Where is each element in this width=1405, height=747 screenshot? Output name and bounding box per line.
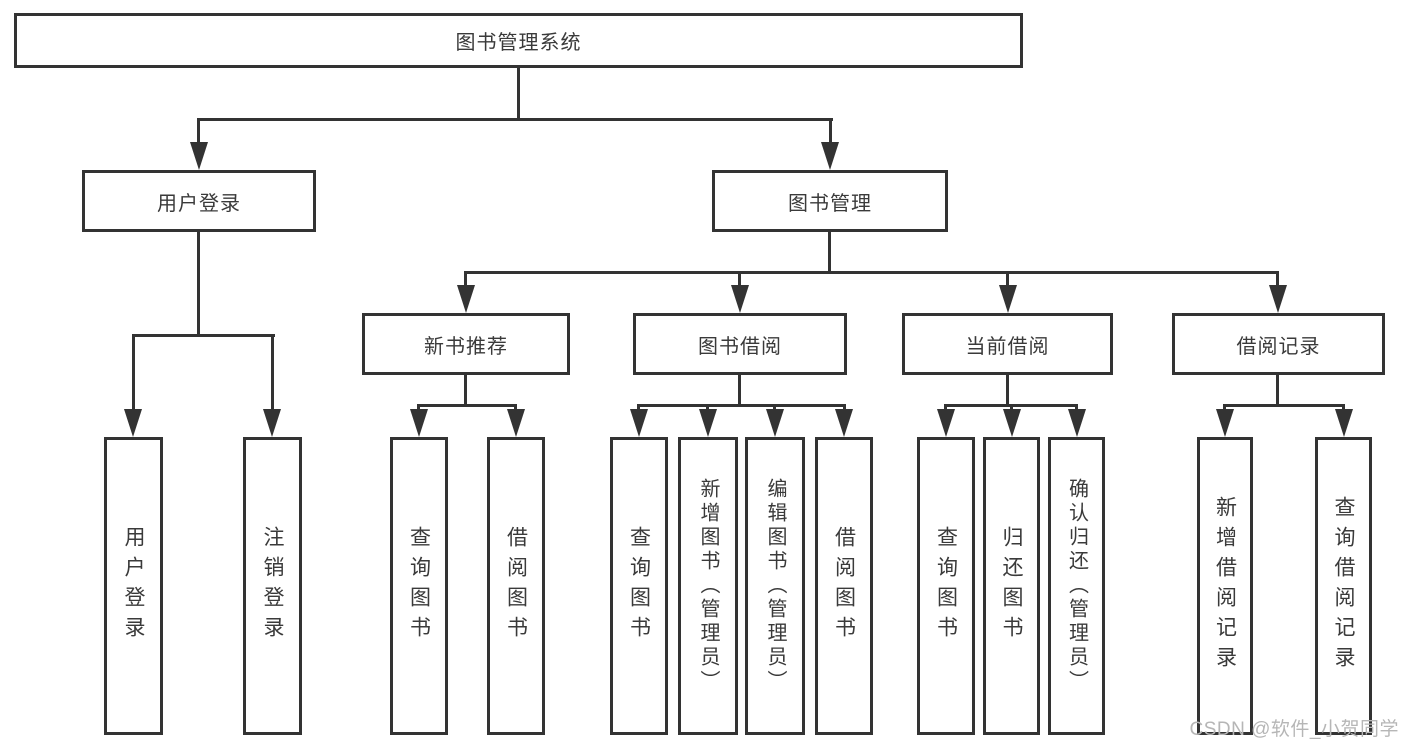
csdn-watermark: CSDN @软件_小贺同学 (1189, 719, 1399, 740)
connector-line (197, 118, 200, 145)
arrow-down-icon (999, 285, 1017, 313)
connector-line (517, 68, 520, 119)
arrow-down-icon (190, 142, 208, 170)
node-root-library-system: 图书管理系统 (14, 13, 1023, 68)
arrow-down-icon (937, 409, 955, 437)
leaf-return-books: 归还图书 (983, 437, 1040, 735)
leaf-borrow-books-recommend: 借阅图书 (487, 437, 545, 735)
node-current-borrow: 当前借阅 (902, 313, 1113, 375)
connector-line (464, 271, 1279, 274)
connector-line (1006, 375, 1009, 406)
arrow-down-icon (410, 409, 428, 437)
leaf-query-books-recommend: 查询图书 (390, 437, 448, 735)
arrow-down-icon (766, 409, 784, 437)
connector-line (1223, 404, 1345, 407)
arrow-down-icon (1003, 409, 1021, 437)
arrow-down-icon (263, 409, 281, 437)
arrow-down-icon (507, 409, 525, 437)
connector-line (197, 118, 833, 121)
arrow-down-icon (1269, 285, 1287, 313)
arrow-down-icon (1216, 409, 1234, 437)
leaf-add-borrow-record: 新增借阅记录 (1197, 437, 1253, 735)
arrow-down-icon (1335, 409, 1353, 437)
connector-line (829, 118, 832, 145)
leaf-logout: 注销登录 (243, 437, 302, 735)
connector-line (417, 404, 517, 407)
connector-line (132, 334, 275, 337)
leaf-query-books-current: 查询图书 (917, 437, 975, 735)
arrow-down-icon (1068, 409, 1086, 437)
leaf-user-login: 用户登录 (104, 437, 163, 735)
leaf-add-book-admin: 新增图书（管理员） (678, 437, 738, 735)
leaf-edit-book-admin: 编辑图书（管理员） (745, 437, 805, 735)
leaf-confirm-return-admin: 确认归还（管理员） (1048, 437, 1105, 735)
arrow-down-icon (699, 409, 717, 437)
arrow-down-icon (821, 142, 839, 170)
connector-line (197, 232, 200, 335)
connector-line (738, 271, 741, 288)
connector-line (1276, 375, 1279, 406)
connector-line (132, 334, 135, 412)
connector-line (738, 375, 741, 406)
node-new-book-recommend: 新书推荐 (362, 313, 570, 375)
leaf-query-borrow-record: 查询借阅记录 (1315, 437, 1372, 735)
arrow-down-icon (731, 285, 749, 313)
node-borrow-records: 借阅记录 (1172, 313, 1385, 375)
leaf-query-books-borrow: 查询图书 (610, 437, 668, 735)
node-book-management: 图书管理 (712, 170, 948, 232)
connector-line (271, 334, 274, 412)
arrow-down-icon (835, 409, 853, 437)
arrow-down-icon (124, 409, 142, 437)
connector-line (637, 404, 846, 407)
connector-line (1276, 271, 1279, 288)
arrow-down-icon (630, 409, 648, 437)
connector-line (464, 375, 467, 406)
node-book-borrow: 图书借阅 (633, 313, 847, 375)
connector-line (828, 232, 831, 273)
arrow-down-icon (457, 285, 475, 313)
node-user-login: 用户登录 (82, 170, 316, 232)
leaf-borrow-books: 借阅图书 (815, 437, 873, 735)
connector-line (1006, 271, 1009, 288)
connector-line (464, 271, 467, 288)
